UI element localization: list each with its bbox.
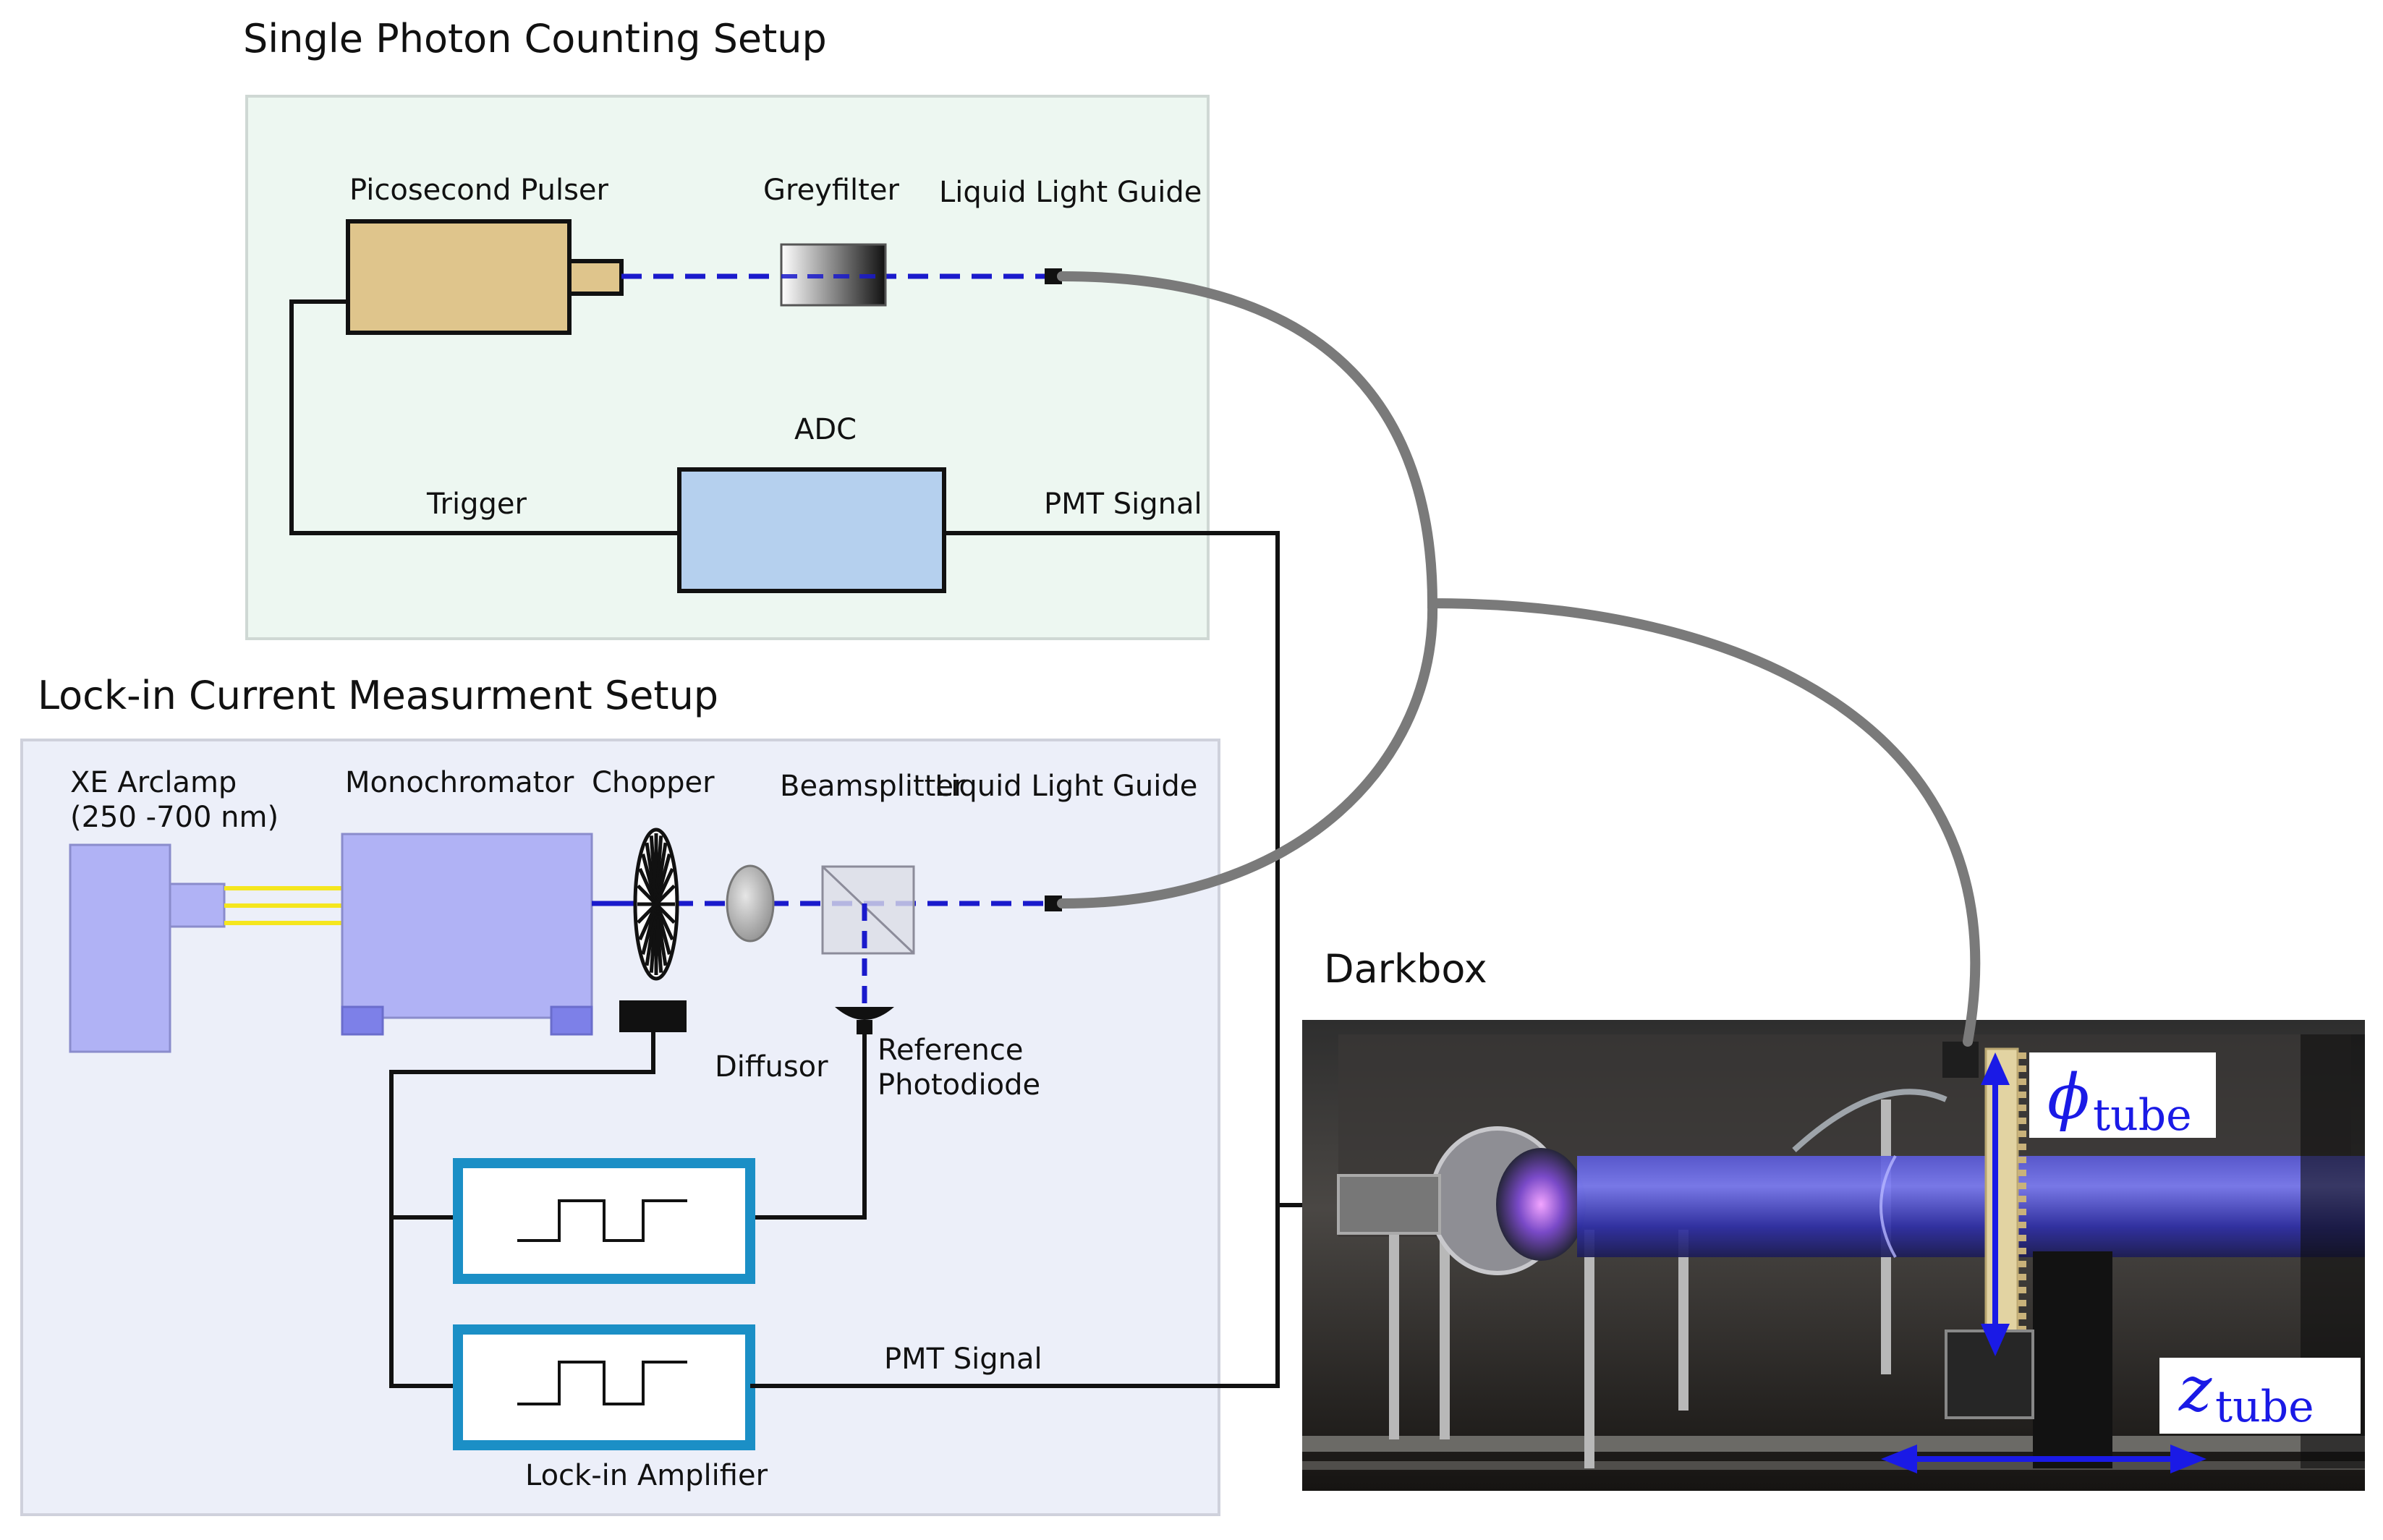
photodiode-signal-wire	[750, 1034, 867, 1220]
spc-title: Single Photon Counting Setup	[243, 16, 827, 61]
chopper-reference-wire	[389, 1032, 655, 1388]
adc-label: ADC	[794, 413, 857, 446]
beamsplitter-diagonal	[821, 865, 915, 955]
diffusor-lens	[726, 864, 775, 943]
phi-label-box: ϕ tube	[2029, 1052, 2216, 1141]
spc-section: Single Photon Counting Setup Picosecond …	[243, 16, 1308, 1207]
arclamp-nozzle	[169, 882, 226, 928]
z-translation-arrow	[1881, 1445, 2206, 1473]
photodiode-stem	[857, 1020, 872, 1034]
chopper-wheel	[633, 828, 679, 981]
diffusor-label: Diffusor	[715, 1050, 828, 1084]
z-label-box: z tube	[2159, 1353, 2361, 1434]
lockin-amplifier-2	[453, 1324, 755, 1450]
chopper-label: Chopper	[592, 766, 715, 799]
reference-label-line2: Photodiode	[878, 1068, 1040, 1102]
spc-fiber-connector	[1045, 268, 1062, 284]
darkbox-title: Darkbox	[1324, 946, 1487, 992]
monochromator-box	[341, 833, 593, 1019]
z-symbol: z	[2178, 1353, 2212, 1426]
lockin-title: Lock-in Current Measurment Setup	[38, 673, 718, 718]
lockin-section: Lock-in Current Measurment Setup XE Arcl…	[20, 673, 1280, 1516]
monochromator-foot-left	[341, 1005, 384, 1036]
monochromator-foot-right	[550, 1005, 593, 1036]
greyfilter-label: Greyfilter	[763, 174, 899, 207]
spc-pmt-signal-wire	[944, 531, 1308, 1207]
lockin-amplifier-label: Lock-in Amplifier	[525, 1459, 768, 1492]
arclamp-label-line2: (250 -700 nm)	[70, 801, 279, 834]
pulser-label: Picosecond Pulser	[349, 174, 609, 207]
chopper-motor	[619, 1000, 687, 1032]
z-subscript: tube	[2215, 1382, 2314, 1432]
white-light-beams	[224, 886, 342, 925]
phi-subscript: tube	[2093, 1090, 2192, 1141]
spc-light-guide-label: Liquid Light Guide	[939, 176, 1202, 209]
lockin-light-guide-label: Liquid Light Guide	[935, 770, 1197, 803]
beamsplitter-label: Beamsplitter	[780, 770, 966, 803]
pulser-nozzle	[567, 259, 624, 296]
lockin-pmt-signal-wire	[750, 1205, 1280, 1388]
arclamp-label-line1: XE Arclamp	[70, 766, 237, 799]
arclamp-body	[69, 843, 171, 1053]
lockin-fiber-connector	[1045, 896, 1062, 911]
trigger-label: Trigger	[426, 488, 527, 521]
phi-symbol: ϕ	[2047, 1061, 2090, 1133]
lockin-light-guide-fiber	[1057, 598, 1438, 909]
reference-label-line1: Reference	[878, 1034, 1023, 1067]
reference-photodiode	[835, 1007, 894, 1020]
lockin-pmt-signal-label: PMT Signal	[884, 1343, 1042, 1376]
trigger-wire	[289, 299, 679, 535]
monochromator-label: Monochromator	[345, 766, 574, 799]
phi-rotation-arrow	[1981, 1052, 2010, 1356]
spc-light-guide-fiber	[1057, 271, 1981, 1047]
adc-box	[677, 467, 946, 593]
spc-pmt-signal-label: PMT Signal	[1044, 488, 1202, 521]
picosecond-pulser-box	[346, 219, 572, 335]
lockin-amplifier-1	[453, 1158, 755, 1284]
